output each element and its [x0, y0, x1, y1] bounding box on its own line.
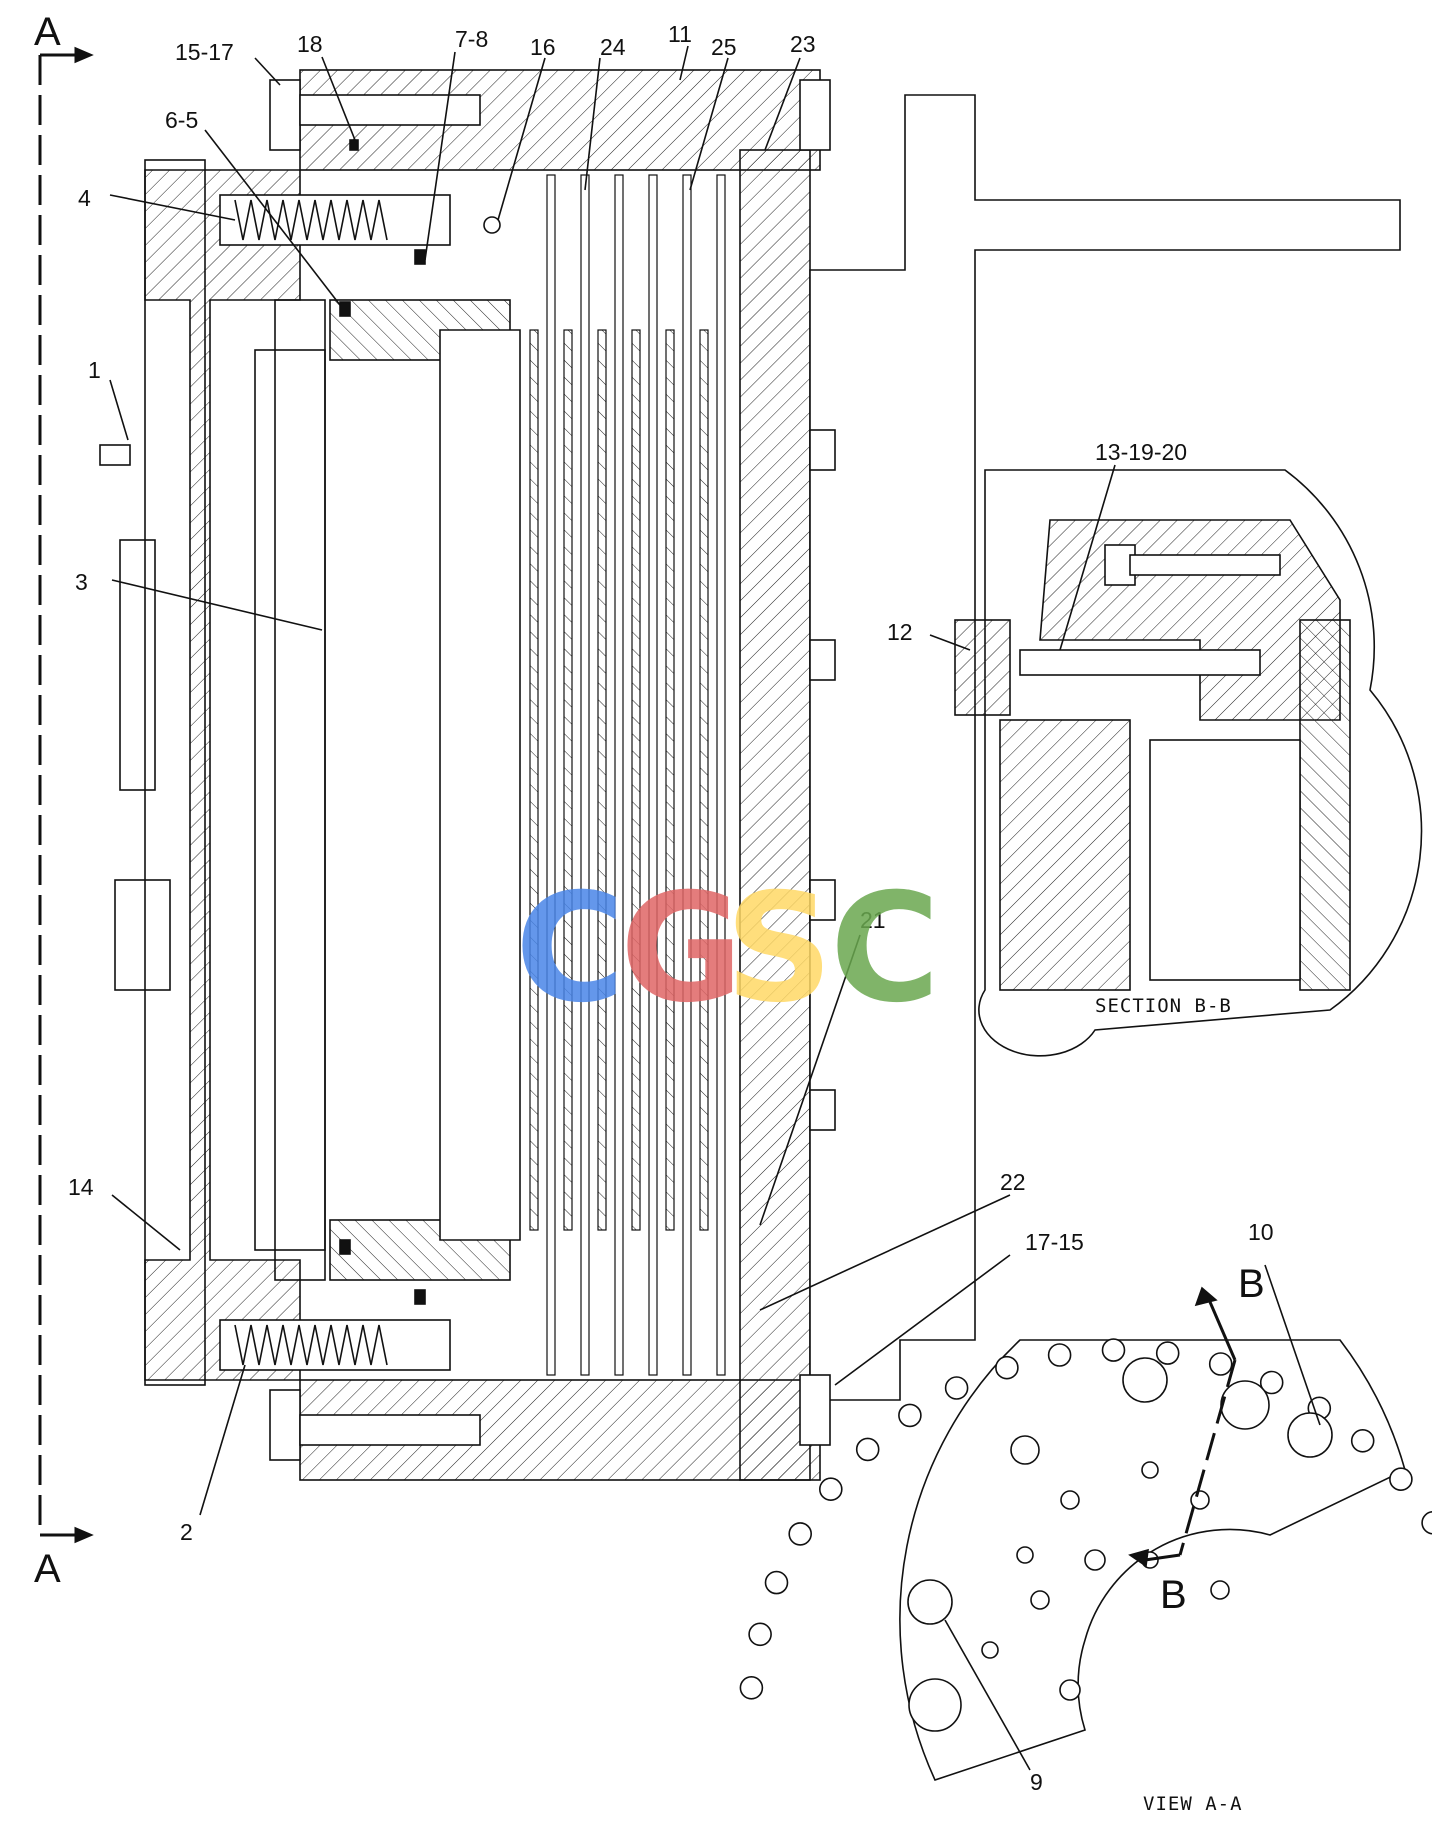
bolt-hole — [748, 1622, 772, 1647]
clutch-disc-pack — [529, 174, 726, 1376]
section-marker-b-top: B — [1238, 1262, 1265, 1306]
label-18: 18 — [297, 31, 323, 57]
bolt-hole — [1208, 1352, 1233, 1376]
label-3: 3 — [75, 569, 88, 595]
watermark-letter: G — [620, 862, 743, 1036]
label-9: 9 — [1030, 1769, 1043, 1795]
clutch-disc — [580, 174, 590, 1376]
label-23: 23 — [790, 31, 816, 57]
callout-labels: 15-17 18 7-8 16 24 11 25 23 6-5 4 1 3 13… — [68, 21, 1274, 1795]
clutch-disc — [614, 174, 624, 1376]
bolt-hole — [1259, 1370, 1284, 1395]
label-7-8: 7-8 — [455, 26, 488, 52]
label-4: 4 — [78, 185, 91, 211]
label-13-19-20: 13-19-20 — [1095, 439, 1187, 465]
section-marker-a-bottom: A — [34, 1547, 61, 1591]
clutch-disc — [631, 329, 641, 1231]
bolt-hole — [1101, 1338, 1126, 1362]
clutch-disc — [648, 174, 658, 1376]
label-16: 16 — [530, 34, 556, 60]
bolt-hole — [944, 1376, 969, 1400]
bolt-hole — [1389, 1467, 1413, 1491]
label-1: 1 — [88, 357, 101, 383]
bolt-hole — [764, 1570, 789, 1595]
clutch-disc — [546, 174, 556, 1376]
watermark-letter: C — [515, 862, 625, 1036]
label-6-5: 6-5 — [165, 107, 198, 133]
bolt-hole — [788, 1522, 813, 1546]
view-aa-bolt-ring — [739, 1338, 1432, 1700]
label-14: 14 — [68, 1174, 94, 1200]
label-21: 21 — [860, 907, 886, 933]
leader-lines — [109, 45, 1321, 1771]
label-12: 12 — [887, 619, 913, 645]
watermark-letter: C — [830, 862, 940, 1036]
section-bb-detail — [954, 469, 1423, 1057]
bolt-hole — [1350, 1429, 1375, 1453]
label-2: 2 — [180, 1519, 193, 1545]
bolt-hole — [1155, 1341, 1180, 1365]
watermark-letter: S — [725, 862, 833, 1036]
bolt-hole — [995, 1355, 1019, 1380]
bolt-hole — [1047, 1343, 1072, 1367]
label-22: 22 — [1000, 1169, 1026, 1195]
section-bb-caption: SECTION B-B — [1095, 995, 1232, 1017]
label-15-17: 15-17 — [175, 39, 234, 65]
bolt-hole — [855, 1437, 880, 1462]
label-24: 24 — [600, 34, 626, 60]
bolt-hole — [818, 1477, 843, 1501]
clutch-disc — [716, 174, 726, 1376]
clutch-disc — [699, 329, 709, 1231]
clutch-disc — [682, 174, 692, 1376]
bolt-hole — [898, 1403, 922, 1428]
main-cross-section — [99, 69, 1401, 1481]
section-marker-a-top: A — [34, 10, 61, 54]
clutch-disc — [529, 329, 539, 1231]
clutch-disc — [597, 329, 607, 1231]
view-aa-caption: VIEW A-A — [1143, 1793, 1243, 1815]
label-10: 10 — [1248, 1219, 1274, 1245]
clutch-disc — [563, 329, 573, 1231]
bolt-hole — [1421, 1511, 1432, 1535]
label-11: 11 — [668, 21, 692, 47]
view-aa-detail — [739, 1286, 1432, 1781]
section-line-a-a — [38, 46, 94, 1544]
clutch-disc — [665, 329, 675, 1231]
section-marker-b-bottom: B — [1160, 1573, 1187, 1617]
label-25: 25 — [711, 34, 737, 60]
bolt-hole — [739, 1676, 764, 1700]
label-17-15: 17-15 — [1025, 1229, 1084, 1255]
